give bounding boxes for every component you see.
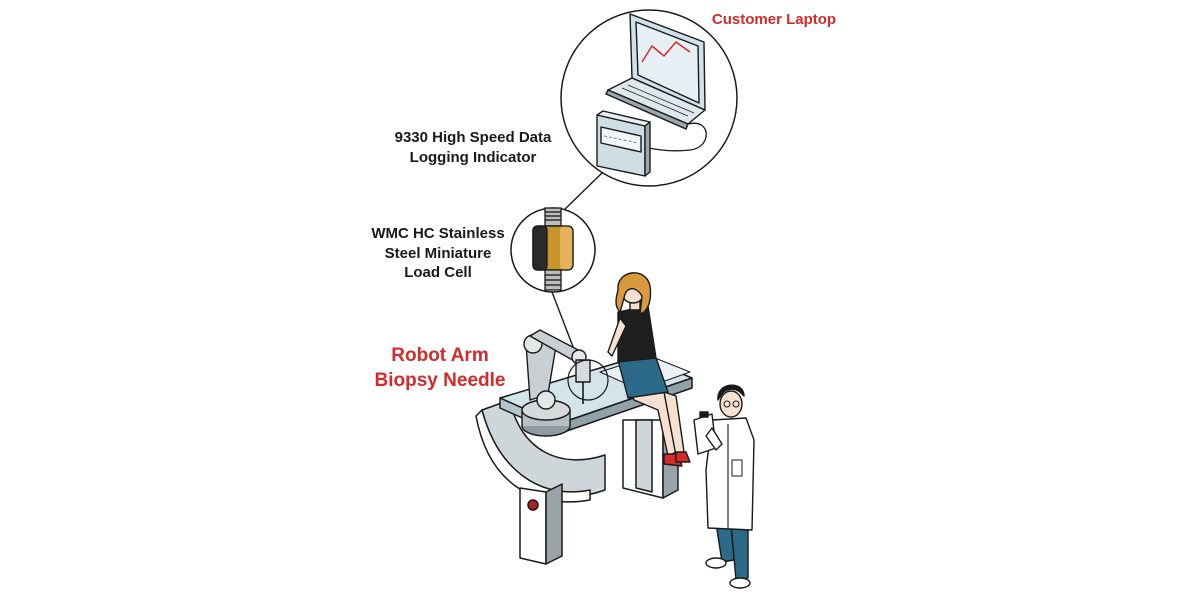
indicator-label-line1: 9330 High Speed Data [394,129,552,146]
customer-laptop-label: Customer Laptop [711,11,837,28]
indicator-label: 9330 High Speed Data Logging Indicator [378,128,568,167]
load-cell-label-line3: Load Cell [404,264,472,281]
connector-indicator-to-loadcell [561,171,604,213]
load-cell-label: WMC HC Stainless Steel Miniature Load Ce… [357,224,519,283]
robot-arm-label-line2: Biopsy Needle [374,369,506,391]
emergency-button-icon [527,499,539,511]
needle-callout-circle [567,359,609,401]
load-cell-label-line2: Steel Miniature [384,244,492,262]
robot-arm-label: Robot Arm Biopsy Needle [360,344,520,393]
laptop-callout [560,9,738,187]
cable [647,122,707,152]
robot-arm-label-line1: Robot Arm [391,345,489,366]
laptop-icon [605,13,706,130]
doctor-figure [693,384,755,589]
indicator-device-icon [596,110,651,177]
load-cell-icon [532,207,574,291]
load-cell-label-line1: WMC HC Stainless [371,225,505,242]
load-cell-callout [510,207,596,293]
indicator-label-line2: Logging Indicator [409,148,537,166]
patient-figure [607,272,691,467]
robot-arm [521,329,591,437]
